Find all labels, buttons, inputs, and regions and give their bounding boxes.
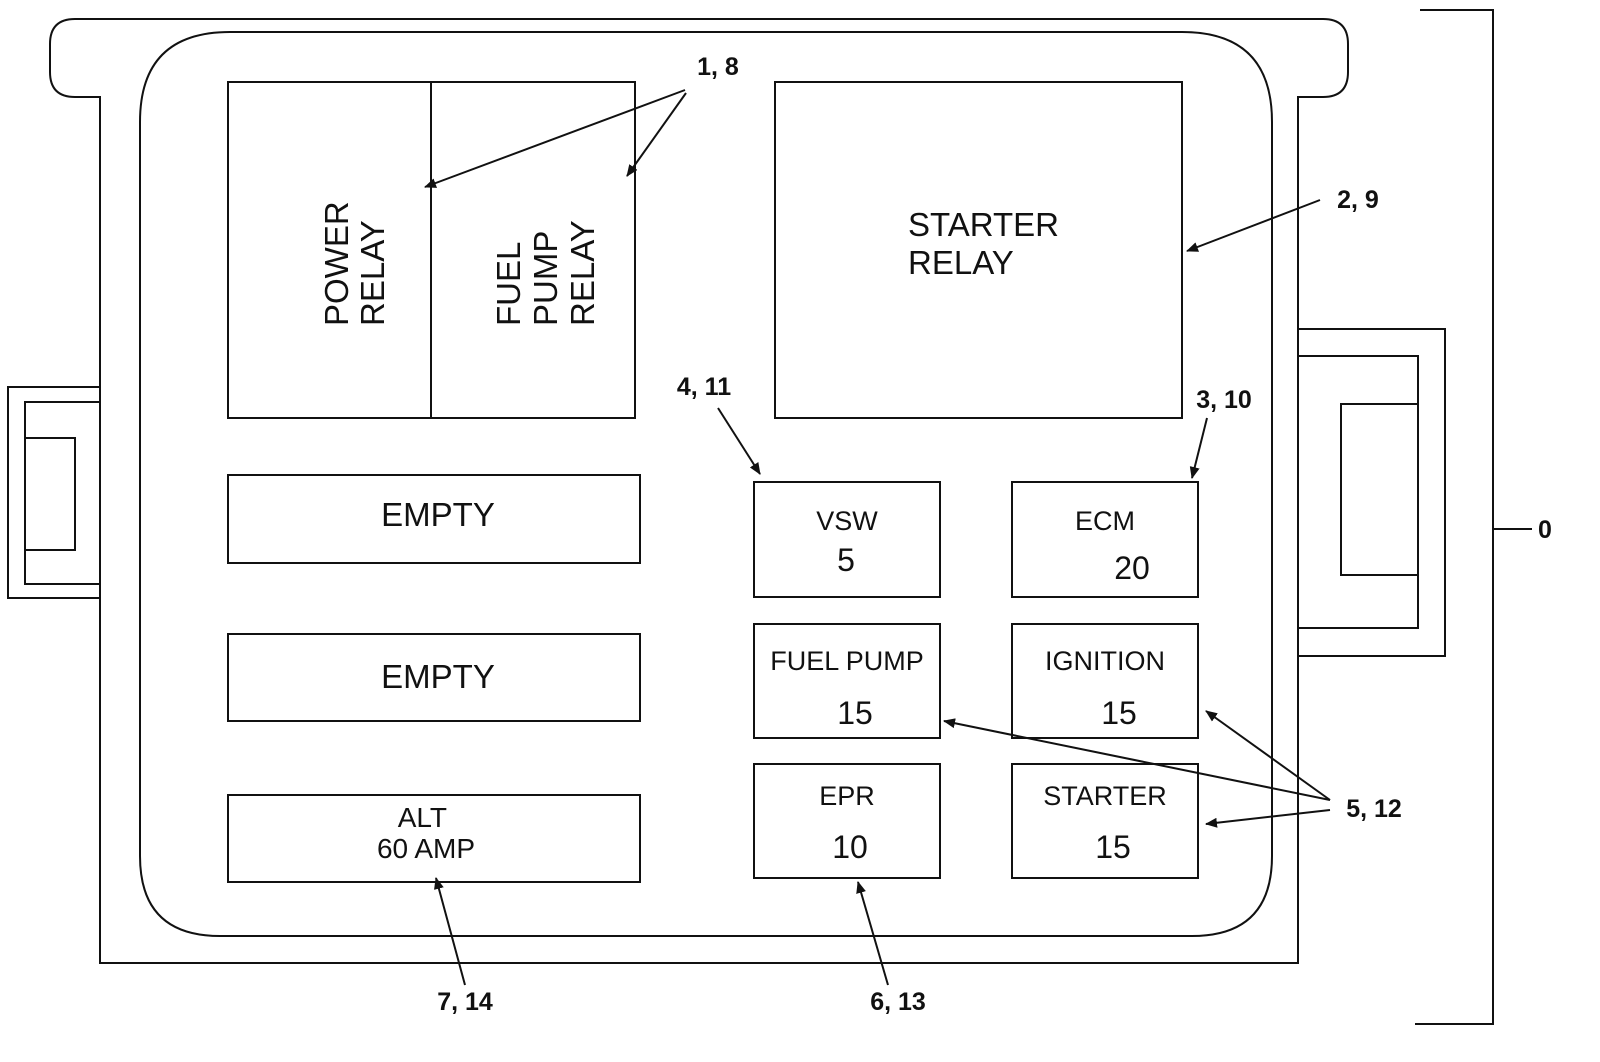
svg-text:10: 10 bbox=[832, 829, 868, 865]
fuse-epr: EPR 10 bbox=[753, 763, 941, 879]
empty-slot-2 bbox=[227, 633, 641, 722]
empty-slot-1 bbox=[227, 474, 641, 564]
fuse-vsw: VSW 5 bbox=[753, 481, 941, 598]
arrow-1-8-b bbox=[626, 92, 687, 177]
left-connector bbox=[7, 386, 101, 599]
housing-outline bbox=[49, 18, 1349, 964]
callout-1-8: 1, 8 bbox=[697, 53, 739, 81]
callout-0: 0 bbox=[1538, 516, 1552, 544]
arrow-6-13 bbox=[856, 881, 889, 986]
callout-7-14: 7, 14 bbox=[437, 988, 493, 1016]
arrow-1-8-a bbox=[424, 89, 686, 188]
alt-fuse-label: ALT 60 AMP bbox=[377, 802, 475, 864]
svg-text:20: 20 bbox=[1114, 550, 1150, 586]
assembly-bracket bbox=[1415, 9, 1532, 1025]
svg-text:15: 15 bbox=[1095, 829, 1131, 865]
svg-text:5: 5 bbox=[837, 542, 855, 578]
arrow-3-10 bbox=[1189, 417, 1208, 479]
svg-text:VSW: VSW bbox=[816, 506, 878, 536]
relay-block bbox=[227, 81, 636, 419]
arrow-5-12-b bbox=[1205, 710, 1331, 801]
callout-2-9: 2, 9 bbox=[1337, 186, 1379, 214]
callout-4-11: 4, 11 bbox=[677, 373, 731, 401]
starter-relay-label: STARTER RELAY bbox=[908, 206, 1068, 281]
fuse-starter: STARTER 15 bbox=[1011, 763, 1199, 879]
callout-5-12: 5, 12 bbox=[1346, 795, 1402, 823]
svg-text:15: 15 bbox=[837, 695, 873, 731]
svg-text:EPR: EPR bbox=[819, 781, 875, 811]
svg-text:STARTER: STARTER bbox=[1043, 781, 1167, 811]
housing-inner-rim bbox=[139, 31, 1273, 937]
svg-text:15: 15 bbox=[1101, 695, 1137, 731]
svg-text:IGNITION: IGNITION bbox=[1045, 646, 1165, 676]
arrow-7-14 bbox=[434, 877, 466, 986]
callout-6-13: 6, 13 bbox=[870, 988, 926, 1016]
empty-slot-1-label: EMPTY bbox=[381, 496, 495, 533]
power-relay-label: POWER RELAY bbox=[318, 192, 391, 326]
arrow-2-9 bbox=[1186, 199, 1321, 252]
svg-text:FUEL PUMP: FUEL PUMP bbox=[770, 646, 924, 676]
right-connector bbox=[1297, 328, 1446, 657]
empty-slot-2-label: EMPTY bbox=[381, 658, 495, 695]
arrow-5-12-a bbox=[943, 718, 1331, 801]
fuel-pump-relay-label: FUEL PUMP RELAY bbox=[490, 220, 601, 326]
arrow-4-11 bbox=[717, 407, 761, 475]
alt-fuse bbox=[227, 794, 641, 883]
arrow-5-12-c bbox=[1205, 809, 1331, 828]
fuse-ecm: ECM 20 bbox=[1011, 481, 1199, 598]
svg-text:ECM: ECM bbox=[1075, 506, 1135, 536]
starter-relay bbox=[774, 81, 1183, 419]
fuse-ignition: IGNITION 15 bbox=[1011, 623, 1199, 739]
fuse-fuel-pump: FUEL PUMP 15 bbox=[753, 623, 941, 739]
callout-3-10: 3, 10 bbox=[1196, 386, 1252, 414]
